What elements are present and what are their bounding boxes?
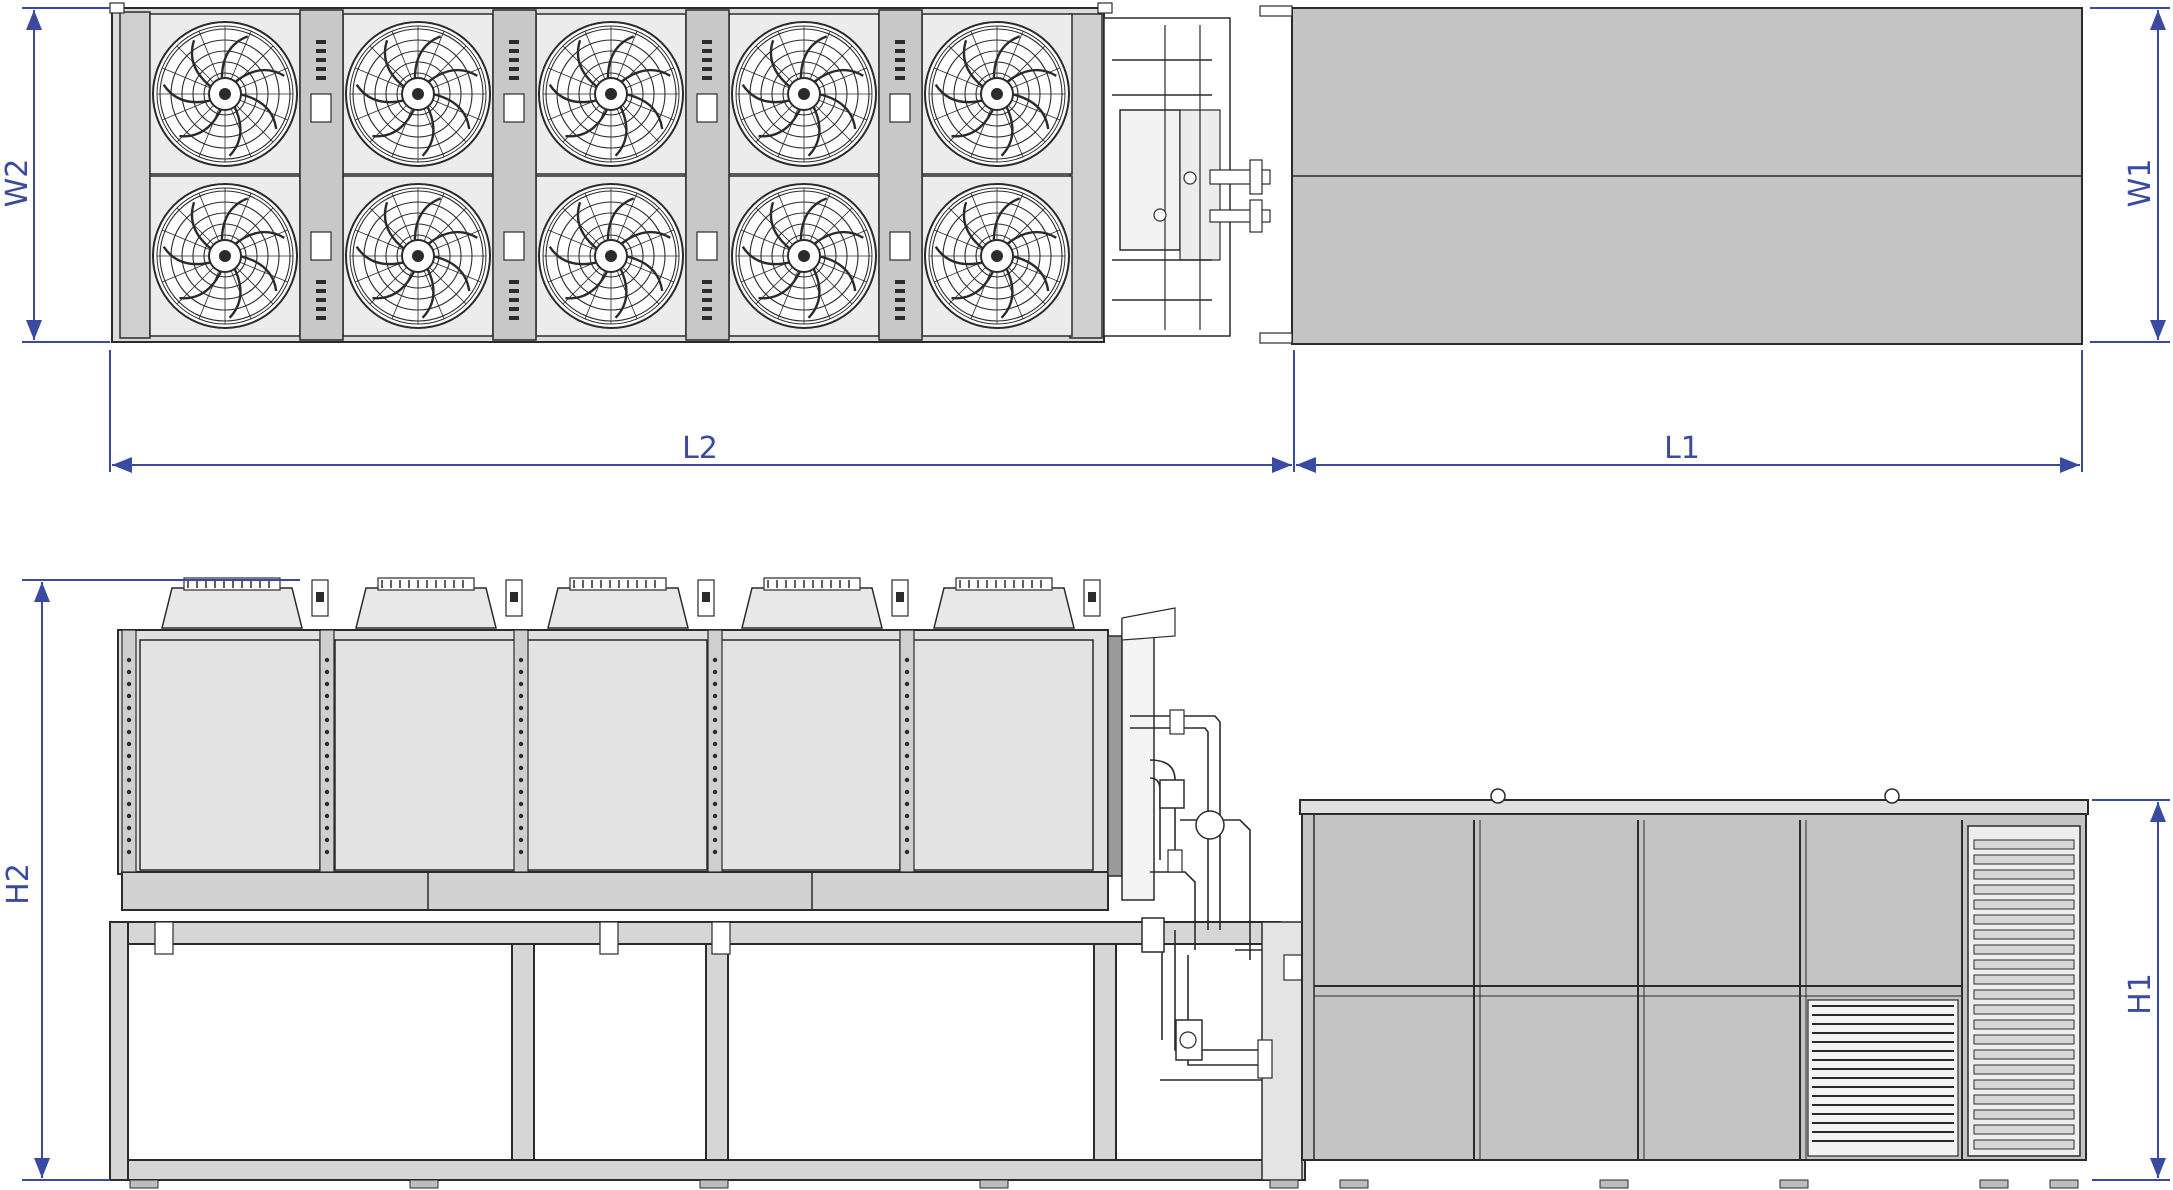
fan-unit-top xyxy=(728,175,880,337)
label-h2: H2 xyxy=(1,863,36,905)
label-w1: W1 xyxy=(2123,159,2158,208)
condenser-panel-side xyxy=(912,639,1094,871)
panel-rib xyxy=(319,629,335,873)
fan-housing-side xyxy=(355,577,523,629)
frame-posts-top xyxy=(109,2,1113,341)
panel-rib xyxy=(513,629,529,873)
fan-unit-top xyxy=(728,13,880,175)
mount-bracket xyxy=(599,921,619,955)
side-view: H2 H1 xyxy=(1,577,2170,1189)
compressor-unit-side xyxy=(1299,788,2089,1161)
fan-unit-top xyxy=(535,13,687,175)
fan-housing-side xyxy=(547,577,715,629)
dimension-h2: H2 xyxy=(1,579,300,1181)
label-l1: L1 xyxy=(1664,431,1700,466)
coil-header-side xyxy=(1107,607,1176,901)
fan-housing-side xyxy=(933,577,1101,629)
fan-unit-top xyxy=(535,175,687,337)
condenser-panel-side xyxy=(526,639,708,871)
label-h1: H1 xyxy=(2123,973,2158,1015)
valves-side xyxy=(1141,709,1273,1079)
frame-post-top xyxy=(878,9,923,341)
condenser-panel-side xyxy=(334,639,516,871)
fan-unit-top xyxy=(921,13,1073,175)
fan-housing-side xyxy=(741,577,909,629)
louvre-grille xyxy=(1973,839,2075,1150)
compressor-grille xyxy=(1812,1005,1954,1142)
mount-bracket xyxy=(154,921,174,955)
stand-feet xyxy=(129,921,2079,1189)
lifting-lug xyxy=(109,2,125,14)
fan-unit-top xyxy=(342,175,494,337)
fan-unit-top xyxy=(921,175,1073,337)
fan-grid-top xyxy=(149,13,1073,337)
fan-housings-side xyxy=(161,577,1101,629)
mount-bracket xyxy=(711,921,731,955)
fan-unit-top xyxy=(342,13,494,175)
label-w2: W2 xyxy=(0,159,35,208)
panel-rib xyxy=(707,629,723,873)
panel-rib xyxy=(121,629,137,873)
label-l2: L2 xyxy=(682,431,718,466)
fan-housing-side xyxy=(161,577,329,629)
frame-post-top xyxy=(685,9,730,341)
lifting-lug xyxy=(1097,2,1113,14)
fan-unit-top xyxy=(149,175,301,337)
support-stand xyxy=(109,921,1307,1181)
frame-post-top xyxy=(492,9,537,341)
dimension-w1: W1 xyxy=(2090,7,2170,343)
dimension-l2: L2 xyxy=(109,350,1295,473)
condenser-panel-side xyxy=(719,639,901,871)
condenser-panel-side xyxy=(139,639,321,871)
dimension-w2: W2 xyxy=(0,7,110,343)
top-view: W2 W1 L2 L1 xyxy=(0,2,2170,473)
piping-compartment-top xyxy=(1103,17,1271,337)
dimension-l1: L1 xyxy=(1296,350,2083,473)
panel-rib xyxy=(899,629,915,873)
fan-unit-top xyxy=(149,13,301,175)
condenser-side-panels xyxy=(121,629,1094,873)
dimension-h1: H1 xyxy=(2092,799,2170,1181)
frame-post-top xyxy=(299,9,344,341)
